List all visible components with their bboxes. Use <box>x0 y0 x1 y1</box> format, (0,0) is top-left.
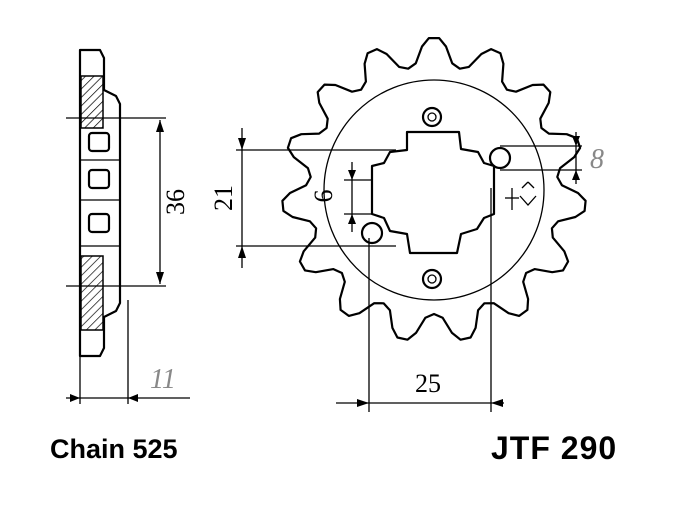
dim-label-21: 21 <box>209 185 238 211</box>
sprocket-front-view <box>236 37 587 412</box>
symbol-mark <box>505 181 537 210</box>
sprocket-tooth-outline <box>281 37 587 341</box>
dim-label-8: 8 <box>590 144 604 175</box>
dim-label-25: 25 <box>415 369 441 398</box>
dim-label-36: 36 <box>161 189 190 215</box>
spline-hole <box>370 130 496 255</box>
side-profile-view <box>66 48 190 404</box>
side-rib-2 <box>87 168 111 190</box>
side-hatch-top <box>80 75 104 129</box>
part-number: JTF 290 <box>491 430 618 466</box>
bolt-hole-left <box>360 221 384 245</box>
mount-hole-top <box>421 106 443 128</box>
bolt-hole-right <box>488 146 512 170</box>
side-rib-3 <box>87 212 111 234</box>
pitch-circle <box>323 79 545 301</box>
mount-hole-bottom <box>421 268 443 290</box>
side-profile-outline <box>78 48 122 358</box>
dim-label-11: 11 <box>150 364 176 395</box>
side-hatch-bottom <box>80 255 104 331</box>
chain-label: Chain 525 <box>50 434 178 464</box>
dim-label-6: 6 <box>309 190 338 203</box>
side-rib-1 <box>87 131 111 153</box>
